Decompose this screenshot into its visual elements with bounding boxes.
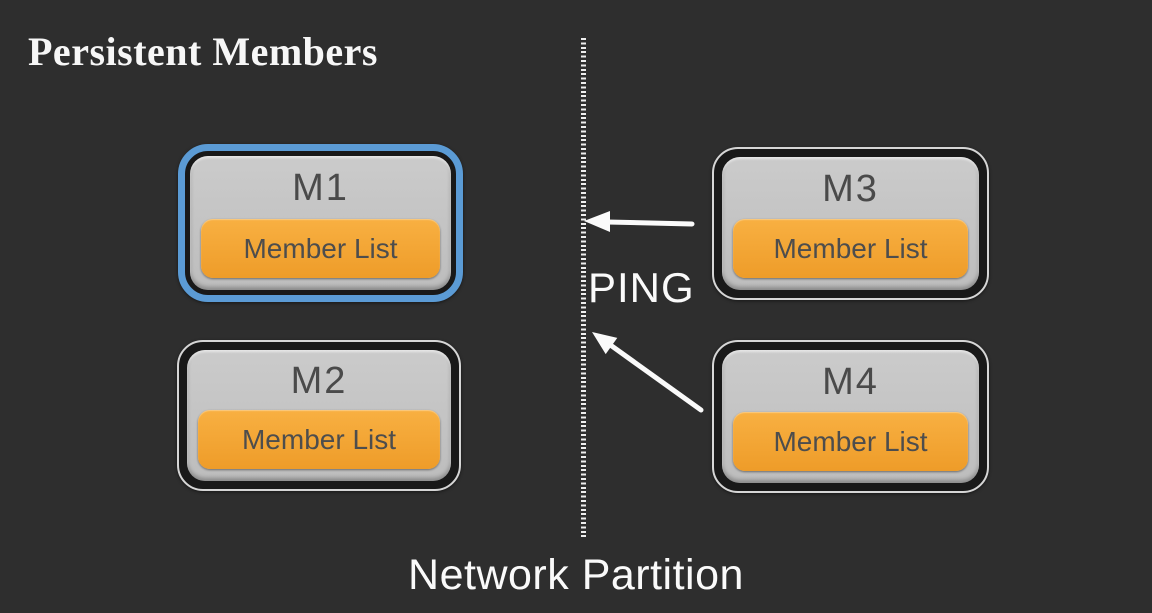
node-m3: M3 Member List	[712, 147, 989, 300]
node-m2-label: M2	[290, 359, 348, 402]
node-m1: M1 Member List	[178, 144, 463, 302]
ping-arrow-m4-icon	[592, 332, 704, 413]
network-partition-line	[581, 38, 586, 537]
node-m2: M2 Member List	[177, 340, 461, 491]
node-m2-body: M2 Member List	[187, 350, 451, 481]
ping-arrow-m3-icon	[584, 211, 695, 232]
node-m4-body: M4 Member List	[722, 350, 979, 483]
node-m3-body: M3 Member List	[722, 157, 979, 290]
node-m4: M4 Member List	[712, 340, 989, 493]
node-m3-label: M3	[822, 167, 879, 210]
node-m1-label: M1	[292, 167, 349, 209]
node-m4-label: M4	[822, 360, 879, 403]
node-m2-member-list: Member List	[198, 410, 440, 469]
diagram-title: Persistent Members	[28, 29, 378, 74]
node-m1-member-list: Member List	[201, 219, 440, 278]
ping-label: PING	[588, 264, 695, 311]
node-m1-body: M1 Member List	[190, 156, 451, 290]
node-m3-member-list: Member List	[733, 219, 968, 278]
network-partition-caption: Network Partition	[408, 551, 744, 599]
node-m4-member-list: Member List	[733, 412, 968, 471]
